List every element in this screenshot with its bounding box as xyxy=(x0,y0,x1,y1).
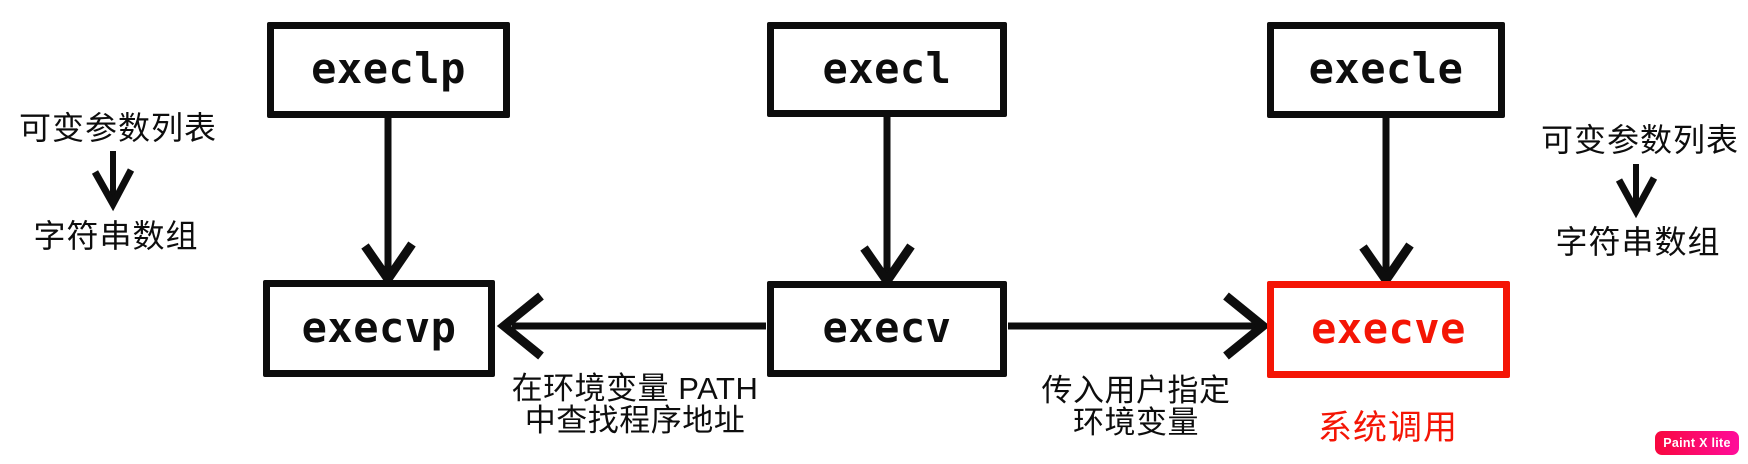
edge-label-env-pass-line1: 传入用户指定 xyxy=(1041,373,1231,408)
right-annotation-variadic-list: 可变参数列表 xyxy=(1540,122,1739,158)
node-execv-label: execv xyxy=(822,303,952,352)
syscall-label: 系统调用 xyxy=(1318,409,1458,447)
paint-x-lite-watermark-badge: Paint X lite xyxy=(1655,431,1739,455)
arrow-execv-to-execve xyxy=(1008,292,1271,360)
edge-label-path-lookup-line2: 中查找程序地址 xyxy=(524,403,746,438)
edge-label-env-pass-line2: 环境变量 xyxy=(1073,405,1199,440)
arrow-execv-to-execvp xyxy=(496,292,766,360)
node-execle: execle xyxy=(1267,22,1505,118)
node-execle-label: execle xyxy=(1308,44,1464,93)
node-execlp-label: execlp xyxy=(311,44,466,93)
left-annotation-down-arrow-icon xyxy=(91,151,135,212)
node-execv: execv xyxy=(767,281,1007,377)
node-execl: execl xyxy=(767,22,1007,117)
arrow-execle-to-execve xyxy=(1359,118,1414,288)
arrow-execlp-to-execvp xyxy=(361,118,416,287)
left-annotation-string-array: 字符串数组 xyxy=(33,218,199,254)
edge-label-path-lookup: 在环境变量 PATH 中查找程序地址 xyxy=(465,373,805,437)
node-execve-label: execve xyxy=(1311,303,1466,353)
node-execl-label: execl xyxy=(822,43,952,93)
left-annotation-variadic-list: 可变参数列表 xyxy=(18,110,217,146)
edge-label-env-pass: 传入用户指定 环境变量 xyxy=(1016,375,1256,439)
edge-label-path-lookup-line1: 在环境变量 PATH xyxy=(511,371,759,406)
node-execvp: execvp xyxy=(263,280,495,377)
right-annotation-down-arrow-icon xyxy=(1615,164,1658,219)
arrow-execl-to-execv xyxy=(860,117,915,289)
node-execvp-label: execvp xyxy=(301,302,457,352)
right-annotation-string-array: 字符串数组 xyxy=(1555,224,1721,260)
node-execlp: execlp xyxy=(267,22,510,118)
node-execve: execve xyxy=(1267,281,1510,378)
